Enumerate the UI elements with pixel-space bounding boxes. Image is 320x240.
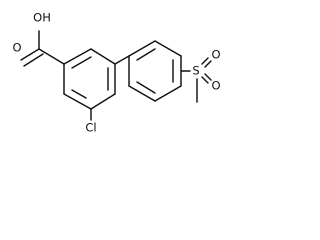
left-benzene-ring <box>63 48 116 110</box>
carboxyl-carbon-ring-bond <box>38 48 65 65</box>
chemical-structure-diagram: OH O Cl S O O <box>12 11 220 135</box>
right-ring-bond-5 <box>154 40 182 57</box>
hydroxyl-label: OH <box>33 11 51 25</box>
chlorine-label: Cl <box>85 121 96 135</box>
left-ring-bond-2 <box>90 48 116 65</box>
sulfur-oxygen-top-bond-inner <box>204 60 212 68</box>
right-ring-double-bond-inner-3 <box>136 48 156 61</box>
carboxyl-double-bond-inner <box>23 53 44 67</box>
sulfonyl-oxygen-bottom-label: O <box>211 79 220 93</box>
biaryl-connection-bond <box>114 55 130 65</box>
right-ring-double-bond-inner-1 <box>136 81 156 94</box>
left-ring-double-bond-inner-3 <box>71 89 87 99</box>
biaryl-bond <box>114 55 130 65</box>
left-ring-bond-5 <box>63 93 92 110</box>
sulfur-oxygen-top-bond-outer <box>201 57 209 65</box>
carboxylic-acid-group <box>20 30 65 67</box>
chemical-structure-canvas: OH O Cl S O O <box>0 0 242 145</box>
right-ring-bond-2 <box>128 85 156 102</box>
left-ring-bond-4 <box>90 93 116 110</box>
right-ring-bond-3 <box>154 85 182 102</box>
carboxyl-double-bond-outer <box>20 48 40 61</box>
right-benzene-ring <box>128 40 182 102</box>
sulfonyl-oxygen-top-label: O <box>211 48 220 62</box>
left-ring-bond-1 <box>63 48 92 65</box>
sulfur-oxygen-bottom-bond-inner <box>204 73 212 81</box>
carbonyl-oxygen-label: O <box>12 41 21 55</box>
methylsulfonyl-group <box>180 57 212 103</box>
right-ring-bond-6 <box>128 40 156 57</box>
left-ring-double-bond-inner-1 <box>71 56 92 69</box>
sulfur-oxygen-bottom-bond-outer <box>201 76 209 84</box>
sulfur-label: S <box>192 64 199 78</box>
